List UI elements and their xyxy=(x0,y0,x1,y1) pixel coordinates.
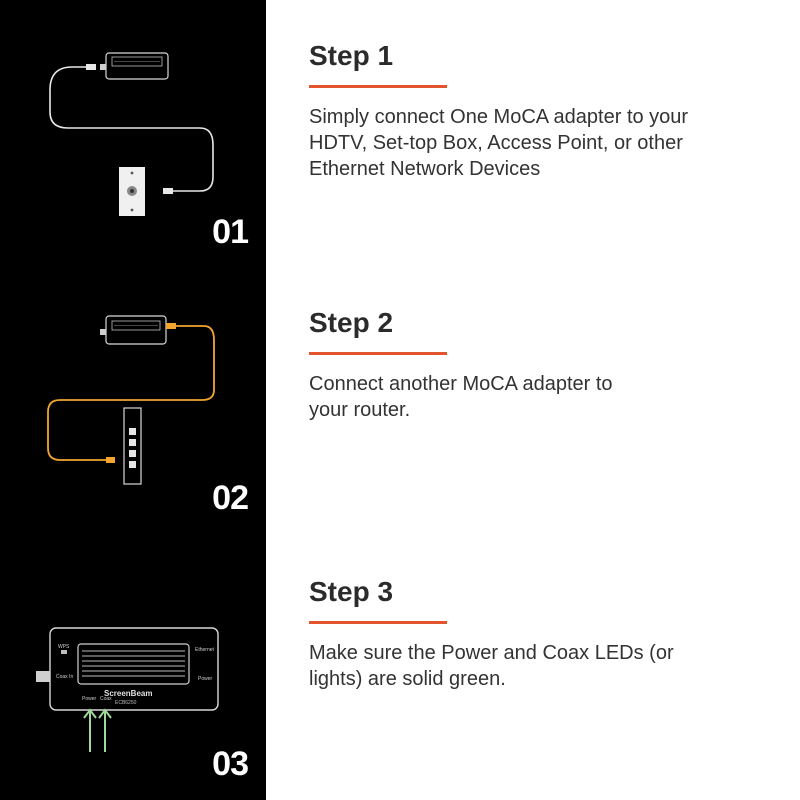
step-2-accent-rule xyxy=(309,352,447,355)
coax-led-label: Coax xyxy=(100,696,112,702)
illustration-column: 01 02 xyxy=(0,0,266,800)
moca-adapter-2 xyxy=(100,315,167,345)
step-3-illustration: WPS Ethernet Power Coax In ScreenBeam EC… xyxy=(36,627,219,752)
step-1-block: Step 1 Simply connect One MoCA adapter t… xyxy=(309,39,779,182)
moca-adapter-front: WPS Ethernet Power Coax In ScreenBeam EC… xyxy=(36,627,219,711)
wall-coax-plate xyxy=(119,167,145,216)
step-2-text: Connect another MoCA adapter to your rou… xyxy=(309,373,613,421)
step-number-1: 01 xyxy=(212,213,249,251)
moca-adapter-1 xyxy=(100,52,169,80)
power-label-right: Power xyxy=(198,676,213,682)
ethernet-cable-white xyxy=(49,66,214,192)
step-2-illustration xyxy=(47,315,215,485)
step-number-3: 03 xyxy=(212,745,249,783)
coax-cable-orange xyxy=(47,325,215,461)
power-led-label: Power xyxy=(82,696,97,702)
step-number-2: 02 xyxy=(212,479,249,517)
ethernet-label: Ethernet xyxy=(195,647,215,653)
coax-in-label: Coax In xyxy=(56,674,73,680)
brand-label: ScreenBeam xyxy=(104,689,152,698)
led-indicator-arrows xyxy=(83,708,112,752)
step-3-text: Make sure the Power and Coax LEDs (or li… xyxy=(309,642,674,690)
step-1-accent-rule xyxy=(309,85,447,88)
step-1-title: Step 1 xyxy=(309,40,394,71)
step-1-illustration xyxy=(49,52,214,216)
panel-step-1: 01 xyxy=(0,0,266,266)
step-2-title: Step 2 xyxy=(309,307,394,338)
router xyxy=(123,407,142,485)
step-2-block: Step 2 Connect another MoCA adapter to y… xyxy=(309,306,779,423)
panel-step-2: 02 xyxy=(0,266,266,532)
model-label: ECB6250 xyxy=(115,700,137,706)
wps-label: WPS xyxy=(58,644,70,650)
step-3-title: Step 3 xyxy=(309,576,394,607)
step-3-accent-rule xyxy=(309,621,447,624)
panel-step-3: WPS Ethernet Power Coax In ScreenBeam EC… xyxy=(0,532,266,798)
step-1-text: Simply connect One MoCA adapter to your … xyxy=(309,106,689,180)
step-3-block: Step 3 Make sure the Power and Coax LEDs… xyxy=(309,575,779,692)
